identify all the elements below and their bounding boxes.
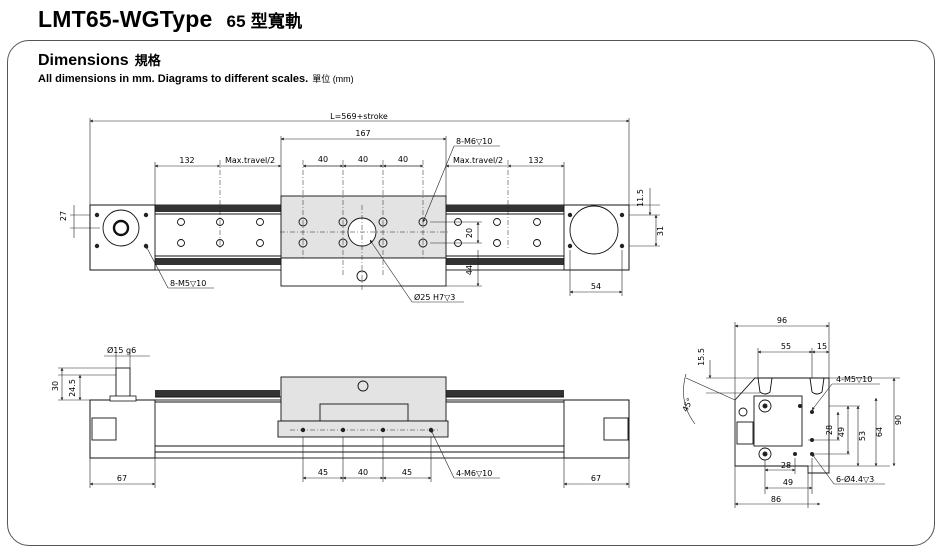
front-shaft <box>115 367 131 401</box>
dim-30-label: 30 <box>51 381 60 391</box>
pitch-1-label: 40 <box>318 155 328 164</box>
total-length-label: L=569+stroke <box>330 112 388 121</box>
pitch-3-label: 40 <box>398 155 408 164</box>
hole-span-label: 20 <box>465 228 474 238</box>
section-title: Dimensions 規格 <box>38 50 161 70</box>
side-d90-label: 90 <box>894 415 903 425</box>
right-end-label: 132 <box>528 156 543 165</box>
side-hole-note: 4-M5▽10 <box>836 375 872 384</box>
left-end-label: 132 <box>179 156 194 165</box>
page-title: LMT65-WGType 65 型寬軌 <box>38 6 302 33</box>
side-b49-label: 49 <box>783 478 793 487</box>
side-d49-label: 49 <box>837 427 846 437</box>
side-width-label: 96 <box>777 316 787 325</box>
side-profile <box>734 377 830 474</box>
front-right-end <box>563 399 630 459</box>
end-hole-note: 8-M5▽10 <box>170 279 206 288</box>
side-d15-label: 15 <box>817 342 827 351</box>
side-d64-label: 64 <box>875 427 884 437</box>
pitch-2-label: 40 <box>358 155 368 164</box>
left-motor-circle <box>102 209 140 247</box>
side-view: 96 55 15 15.5 45° 4-M5▽10 28 49 53 64 <box>681 316 903 508</box>
top-right-end-block <box>563 204 630 271</box>
top-carriage-lower <box>280 257 447 287</box>
right-end-circle <box>569 205 619 255</box>
section-title-en: Dimensions <box>38 52 129 69</box>
carriage-width-label: 167 <box>355 129 370 138</box>
side-d15-5-label: 15.5 <box>697 348 706 366</box>
front-right-len-label: 67 <box>591 474 601 483</box>
rail-holes <box>177 218 541 247</box>
end-height-label: 27 <box>59 211 68 221</box>
dowel-note: Ø25 H7▽3 <box>414 292 455 302</box>
travel-left-label: Max.travel/2 <box>225 156 275 165</box>
content-frame <box>7 40 935 546</box>
side-angle-label: 45° <box>681 397 695 414</box>
front-pitch-c-label: 45 <box>402 468 412 477</box>
section-title-cn: 規格 <box>134 53 161 68</box>
top-left-end-block <box>89 204 156 271</box>
top-view: L=569+stroke 167 132 Max.travel/2 40 40 … <box>59 112 665 303</box>
shaft-note: Ø15 g6 <box>107 345 136 355</box>
right-offset-top-label: 11.5 <box>636 189 645 207</box>
front-view: Ø15 g6 30 24.5 67 67 45 40 45 4-M6▽10 <box>51 345 630 488</box>
side-d28-label: 28 <box>825 425 834 435</box>
carriage-hole-note: 8-M6▽10 <box>456 137 492 146</box>
front-hole-note: 4-M6▽10 <box>456 469 492 478</box>
front-carriage-plate <box>277 420 449 438</box>
side-d55-label: 55 <box>781 342 791 351</box>
front-left-len-label: 67 <box>117 474 127 483</box>
front-pitch-a-label: 45 <box>318 468 328 477</box>
side-b86-label: 86 <box>771 495 781 504</box>
rail-dim-label: 44 <box>465 265 474 275</box>
subtitle-cn: 單位 (mm) <box>312 74 354 84</box>
section-subtitle: All dimensions in mm. Diagrams to differ… <box>38 72 354 85</box>
subtitle-en: All dimensions in mm. Diagrams to differ… <box>38 73 309 85</box>
side-bottom-hole-note: 6-Ø4.4▽3 <box>836 474 874 484</box>
right-offset-label: 31 <box>656 226 665 236</box>
front-pitch-b-label: 40 <box>358 468 368 477</box>
model-name-cn: 65 型寬軌 <box>226 12 303 31</box>
travel-right-label: Max.travel/2 <box>453 156 503 165</box>
front-left-end <box>89 399 156 459</box>
right-end-width-label: 54 <box>591 282 601 291</box>
model-name: LMT65-WGType <box>38 6 213 32</box>
side-d53-label: 53 <box>858 431 867 441</box>
side-b28-label: 28 <box>781 461 791 470</box>
dim-24-5-label: 24.5 <box>68 379 77 397</box>
